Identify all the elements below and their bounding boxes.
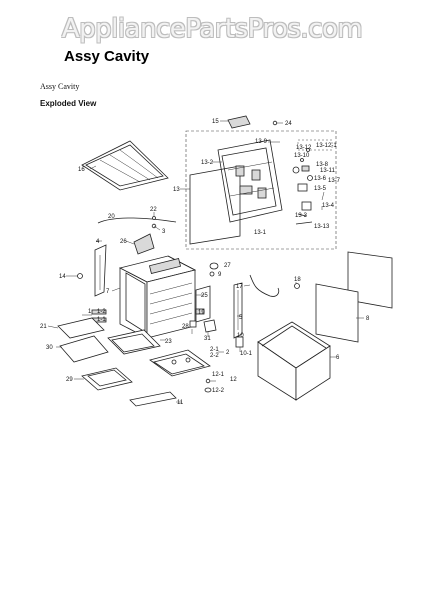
leader-lines xyxy=(47,120,364,403)
part-14-fastener xyxy=(77,273,83,279)
label-12-1: 12-1 xyxy=(212,372,225,378)
label-13-1: 13-1 xyxy=(254,230,267,236)
label-13-5: 13-5 xyxy=(314,186,327,192)
part-27-knob xyxy=(209,262,219,270)
label-12: 12 xyxy=(230,377,237,383)
label-8: 8 xyxy=(366,316,370,322)
label-24: 24 xyxy=(285,121,292,127)
label-13-10: 13-10 xyxy=(294,153,310,159)
label-18: 18 xyxy=(294,277,301,283)
label-1: 1 xyxy=(88,309,92,315)
page-title: Assy Cavity xyxy=(64,48,150,65)
part-31-bracket xyxy=(203,319,217,333)
label-11: 11 xyxy=(177,400,184,406)
label-28: 28 xyxy=(182,324,189,330)
part-19-clip xyxy=(195,308,205,315)
label-13-13: 13-13 xyxy=(314,224,330,230)
label-23: 23 xyxy=(165,339,172,345)
part-6-outer-wrap xyxy=(257,321,331,401)
part-13-back-panel xyxy=(189,139,283,245)
label-20: 20 xyxy=(108,214,115,220)
part-5-side-bracket xyxy=(233,282,243,339)
part-4-side-bracket xyxy=(94,244,107,297)
part-17-wire xyxy=(249,274,280,297)
label-9: 9 xyxy=(218,272,222,278)
label-13-6: 13-6 xyxy=(314,176,327,182)
label-1-2: 1-2 xyxy=(97,309,106,315)
label-17: 17 xyxy=(236,284,243,290)
part-28-block xyxy=(189,320,197,328)
label-13-9: 13-9 xyxy=(255,139,268,145)
label-1-1: 1-1 xyxy=(97,317,106,323)
label-13-3: 13-3 xyxy=(295,213,308,219)
label-29: 29 xyxy=(66,377,73,383)
part-12-2-fastener xyxy=(204,387,212,393)
part-18-fastener xyxy=(294,283,300,289)
label-12-2: 12-2 xyxy=(212,388,225,394)
label-15: 15 xyxy=(212,119,219,125)
assembly-13-group-box xyxy=(185,130,337,250)
label-13-11: 13-11 xyxy=(320,168,336,174)
label-2-2: 2-2 xyxy=(210,353,219,359)
label-21: 21 xyxy=(40,324,47,330)
label-22: 22 xyxy=(150,207,157,213)
label-31: 31 xyxy=(204,336,211,342)
label-13-8: 13-8 xyxy=(316,162,329,168)
part-26-bracket xyxy=(133,233,155,255)
part-2-drawer-box xyxy=(149,349,211,377)
view-label: Exploded View xyxy=(40,99,97,108)
label-10: 10 xyxy=(237,333,244,339)
part-8-insulation-rear xyxy=(347,251,393,309)
part-13-small-components xyxy=(292,148,313,225)
label-19: 19 xyxy=(198,310,205,316)
label-25: 25 xyxy=(201,293,208,299)
part-16-rack xyxy=(81,140,169,191)
label-7: 7 xyxy=(106,289,110,295)
part-11-strip xyxy=(129,391,177,407)
part-number-labels: 15 24 13-9 13-12 13-12-1 13-10 13-2 13-8… xyxy=(40,119,370,406)
part-10-switch xyxy=(235,336,244,348)
part-9-screw xyxy=(209,271,215,277)
label-13: 13 xyxy=(173,187,180,193)
part-8-insulation-front xyxy=(315,283,359,343)
diagram-caption: Assy Cavity xyxy=(40,82,80,91)
part-29-bottom-panel xyxy=(81,367,133,391)
label-10-1: 10-1 xyxy=(240,351,253,357)
label-13-12: 13-12 xyxy=(296,145,312,151)
part-25-side-panel xyxy=(195,285,211,323)
label-2-1: 2-1 xyxy=(210,347,219,353)
part-12-1-fastener xyxy=(205,378,211,384)
label-6: 6 xyxy=(336,355,340,361)
label-14: 14 xyxy=(59,274,66,280)
part-20-wire-harness xyxy=(97,217,177,224)
label-5: 5 xyxy=(239,315,243,321)
part-21-panel xyxy=(57,317,105,339)
label-2: 2 xyxy=(226,350,230,356)
label-13-7: 13-7 xyxy=(328,178,341,184)
label-27: 27 xyxy=(224,263,231,269)
label-4: 4 xyxy=(96,239,100,245)
oven-cavity xyxy=(118,255,197,339)
label-16: 16 xyxy=(78,167,85,173)
part-13-12-1-box xyxy=(297,139,333,151)
label-26: 26 xyxy=(120,239,127,245)
part-15-bracket xyxy=(227,115,251,129)
label-13-2: 13-2 xyxy=(201,160,214,166)
part-22-fastener xyxy=(152,216,156,220)
label-13-4: 13-4 xyxy=(322,203,335,209)
label-13-12-1: 13-12-1 xyxy=(316,143,337,149)
label-30: 30 xyxy=(46,345,53,351)
site-watermark: AppliancePartsPros.com xyxy=(61,14,363,44)
part-23-drawer xyxy=(107,329,161,355)
part-30-panel xyxy=(59,335,109,363)
label-3: 3 xyxy=(162,229,166,235)
